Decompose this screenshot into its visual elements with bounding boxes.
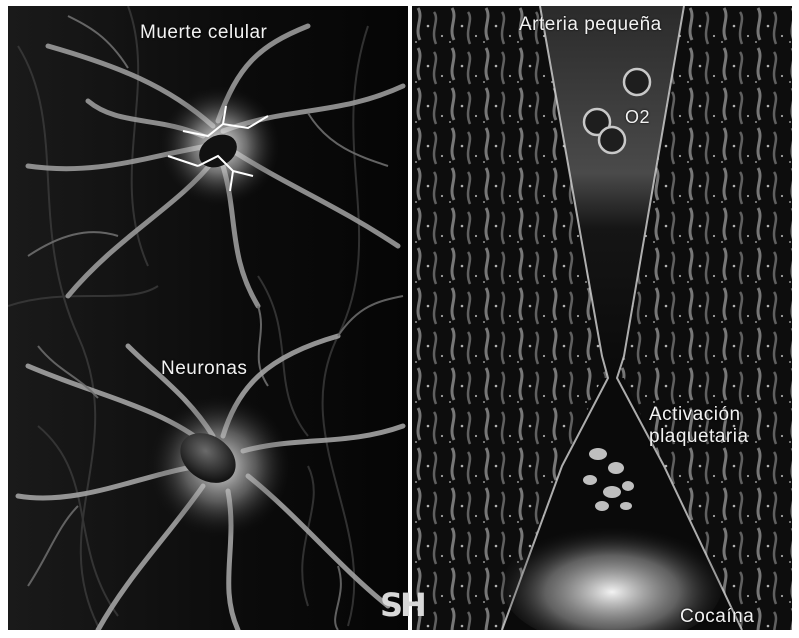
platelet-activation-label: Activación plaquetaria [649, 404, 749, 448]
neurons-label: Neuronas [161, 358, 247, 380]
platelet-activation-line2: plaquetaria [649, 426, 749, 448]
sh-logo: SH [380, 586, 424, 624]
artery-drawing [412, 6, 792, 630]
oxygen-label: O2 [625, 107, 650, 128]
platelet-activation-line1: Activación [649, 404, 749, 426]
artery-panel: Arteria pequeña O2 Activación plaquetari… [412, 6, 792, 630]
small-artery-label: Arteria pequeña [519, 14, 662, 36]
neurons-drawing [8, 6, 408, 630]
neurons-panel: Muerte celular Neuronas [8, 6, 408, 630]
cocaine-label: Cocaína [680, 606, 754, 628]
cell-death-label: Muerte celular [140, 22, 267, 44]
